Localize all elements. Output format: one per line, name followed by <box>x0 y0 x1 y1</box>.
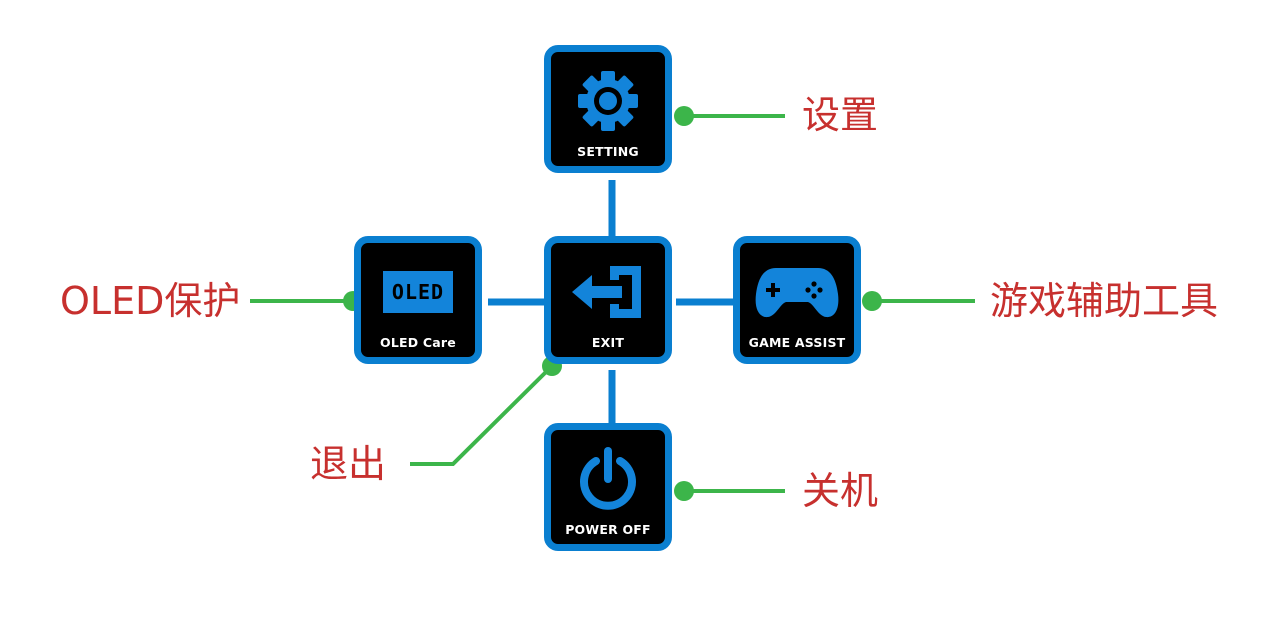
callout-power-off: 关机 <box>802 469 879 513</box>
gear-icon <box>551 68 665 134</box>
leader-lines <box>250 114 975 493</box>
callout-game-assist: 游戏辅助工具 <box>990 279 1219 323</box>
power-off-label: POWER OFF <box>565 522 651 537</box>
power-icon <box>551 446 665 512</box>
leader-dots <box>343 106 882 501</box>
game-assist-label: GAME ASSIST <box>748 335 846 350</box>
callout-exit: 退出 <box>310 442 387 486</box>
oled-badge-text: OLED <box>391 280 445 304</box>
callout-setting: 设置 <box>802 93 879 137</box>
oled-care-label: OLED Care <box>380 335 456 350</box>
leader-line-exit <box>410 364 554 466</box>
exit-tile[interactable]: EXIT <box>544 236 672 364</box>
game-assist-tile[interactable]: GAME ASSIST <box>733 236 861 364</box>
setting-label: SETTING <box>577 144 639 159</box>
gamepad-icon <box>740 259 854 325</box>
tile-connectors <box>488 180 736 428</box>
oled-badge: OLED <box>383 271 453 313</box>
leader-dot-setting <box>674 106 694 126</box>
exit-icon <box>551 259 665 325</box>
oled-care-tile[interactable]: OLED OLED Care <box>354 236 482 364</box>
exit-label: EXIT <box>591 335 625 350</box>
power-off-tile[interactable]: POWER OFF <box>544 423 672 551</box>
setting-tile[interactable]: SETTING <box>544 45 672 173</box>
callout-oled-care: OLED保护 <box>60 279 241 323</box>
leader-dot-game <box>862 291 882 311</box>
leader-dot-power <box>674 481 694 501</box>
oled-icon: OLED <box>361 259 475 325</box>
